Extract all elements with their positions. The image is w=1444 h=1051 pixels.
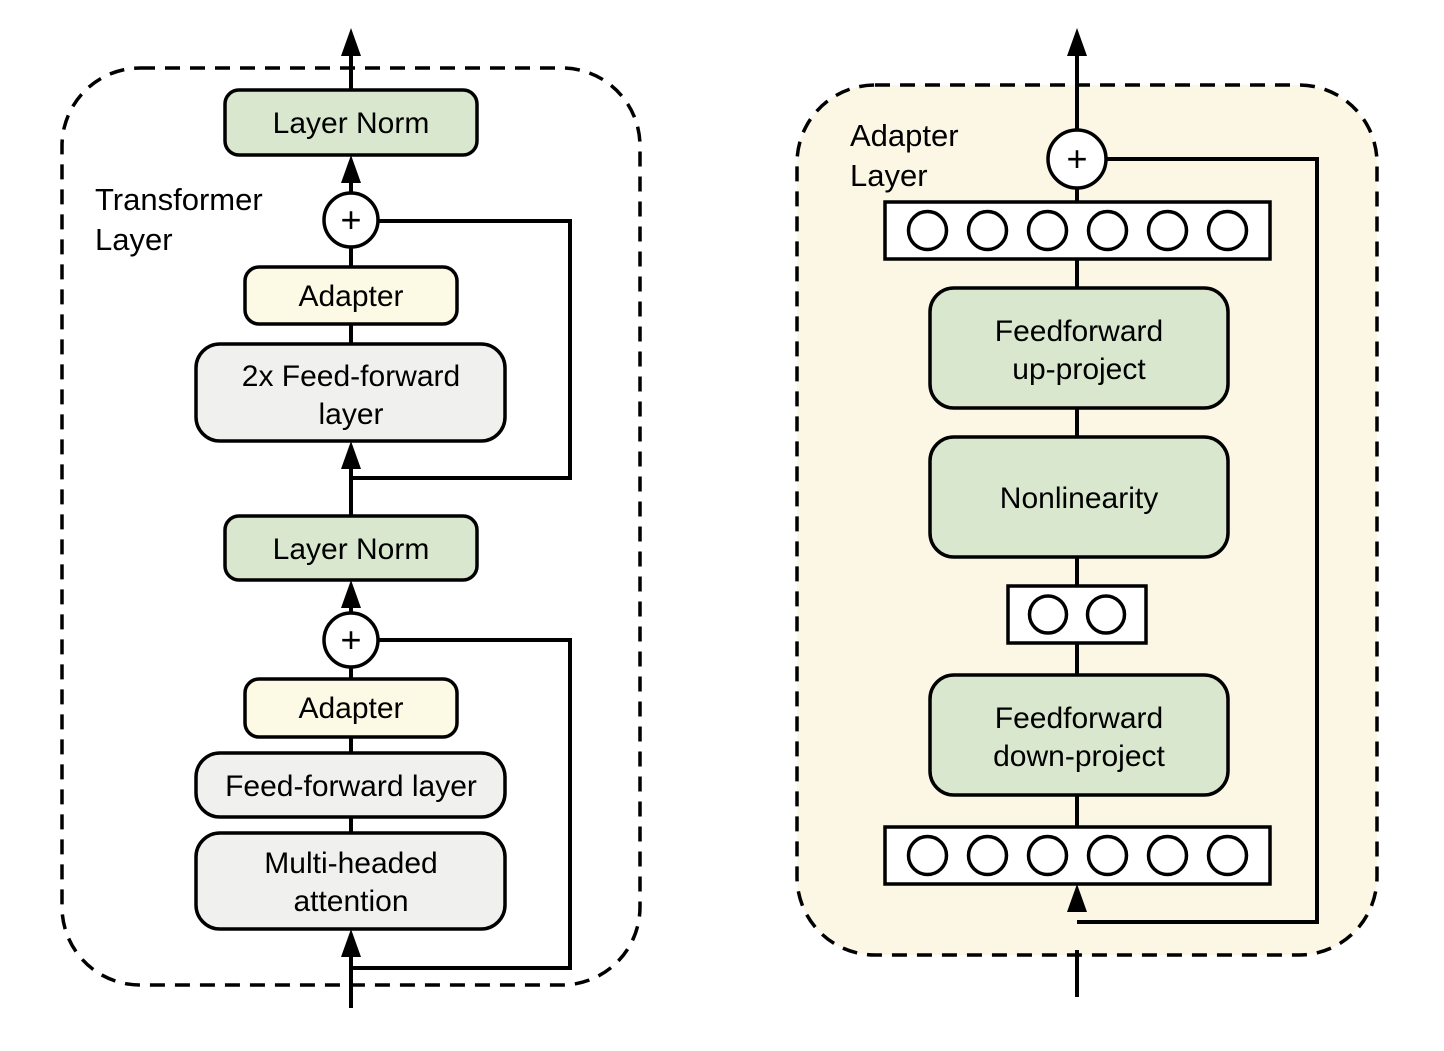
multi-headed-attention-label-line2: attention [293,885,408,918]
feedforward-up-project-label-line2: up-project [1012,353,1146,386]
arrow-up-icon [341,929,361,957]
feedforward-down-project-label-line1: Feedforward [995,702,1163,735]
plus-icon: + [340,199,361,240]
adapter-skip-connection [1077,157,1319,924]
feature-circle [1026,209,1069,252]
feature-row-rect [883,825,1272,886]
feature-circle [966,209,1009,252]
bottleneck-vector-row [1006,584,1148,645]
transformer-layer-label-line2: Layer [95,222,173,257]
feature-circle [1085,594,1127,635]
adapter-top-block [243,265,459,326]
feedforward-down-project-block [928,673,1230,797]
feature-circle [1086,209,1129,252]
layer-norm-top-block [223,88,479,157]
layer-norm-mid-label: Layer Norm [273,533,430,566]
add-node [1046,128,1108,190]
feed-forward-2x-label-line1: 2x Feed-forward [242,360,460,393]
feature-vector-row-bottom [883,825,1272,886]
feature-circle [1146,209,1189,252]
feature-circle [906,834,949,877]
feature-circle [1206,834,1249,877]
adapter-layer-diagram: Adapter Layer + Feedforward [795,28,1379,997]
multi-headed-attention-label-line1: Multi-headed [264,847,437,880]
feed-forward-2x-label-line2: layer [318,398,383,431]
transformer-layer-diagram: Transformer Layer Layer Norm + Adapter 2… [60,28,642,1008]
feature-circle [1206,209,1249,252]
arrow-up-icon [1067,884,1087,912]
feedforward-up-project-label-line1: Feedforward [995,315,1163,348]
feed-forward-label: Feed-forward layer [225,770,477,803]
feedforward-down-project-label-line2: down-project [993,740,1165,773]
feature-vector-row-top [883,200,1272,261]
feature-circle [1086,834,1129,877]
skip-connection-lower [351,638,572,970]
nonlinearity-block [928,435,1230,559]
arrow-up-icon [341,580,361,608]
layer-norm-mid-block [223,514,479,582]
plus-icon: + [1066,138,1087,179]
arrow-up-icon [341,155,361,183]
adapter-mid-label: Adapter [298,692,403,725]
add-node-top [322,191,380,249]
feature-circle [1146,834,1189,877]
plus-icon: + [340,619,361,660]
layer-norm-top-label: Layer Norm [273,107,430,140]
transformer-layer-label-line1: Transformer [95,182,263,217]
adapter-layer-label-line2: Layer [850,158,928,193]
feature-row-rect [883,200,1272,261]
feature-circle [966,834,1009,877]
feature-circle [1026,834,1069,877]
feature-circle [906,209,949,252]
add-node-mid [322,611,380,669]
adapter-mid-block [243,677,459,739]
multi-headed-attention-block [194,831,507,931]
arrow-up-icon [1067,28,1087,56]
adapter-top-label: Adapter [298,280,403,313]
arrow-up-icon [341,441,361,469]
feature-circle [1027,594,1069,635]
feed-forward-block [194,751,507,819]
feedforward-up-project-block [928,286,1230,410]
adapter-layer-label-line1: Adapter [850,118,959,153]
nonlinearity-label: Nonlinearity [1000,482,1158,515]
skip-connection-upper [351,219,572,480]
arrow-up-icon [341,28,361,56]
feed-forward-2x-block [194,342,507,443]
